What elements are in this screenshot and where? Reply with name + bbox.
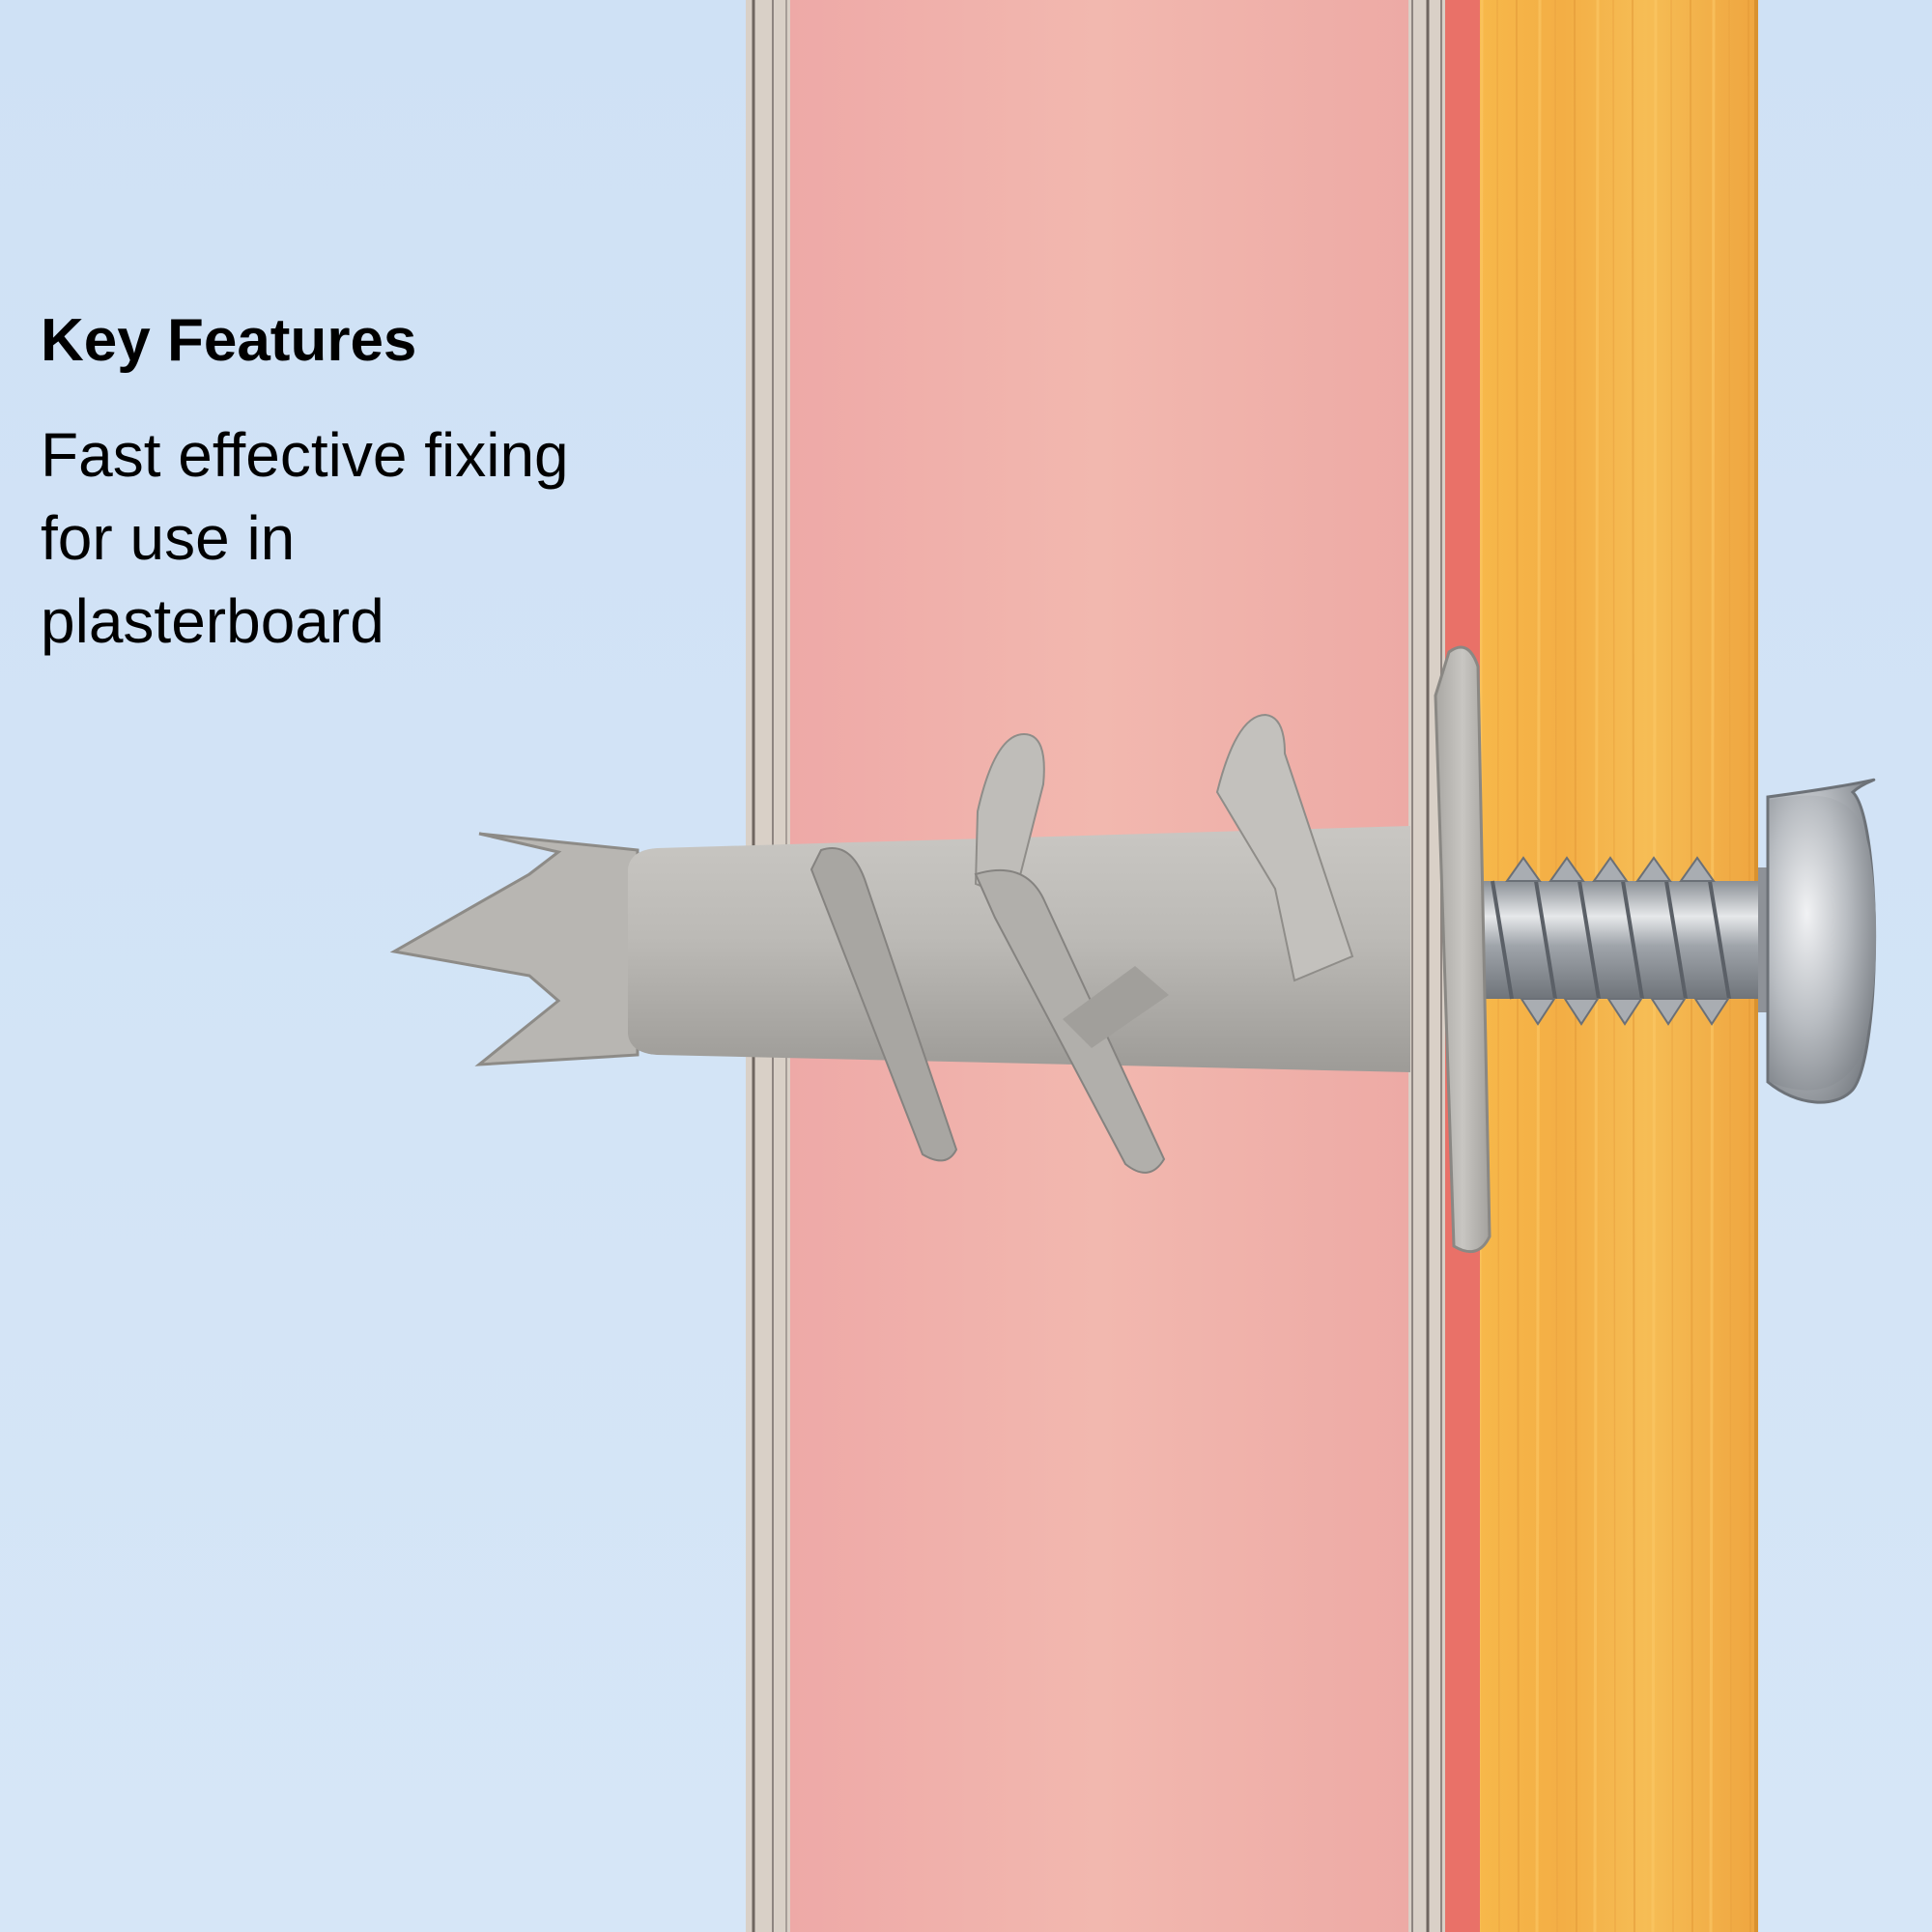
pan-head-screw-icon <box>1476 778 1877 1104</box>
key-features-description: Fast effective fixing for use in plaster… <box>41 413 717 663</box>
description-line: plasterboard <box>41 586 384 656</box>
description-line: for use in <box>41 503 296 573</box>
self-drill-anchor-icon <box>389 645 1492 1254</box>
key-features-heading: Key Features <box>41 307 417 374</box>
description-line: Fast effective fixing <box>41 420 569 490</box>
